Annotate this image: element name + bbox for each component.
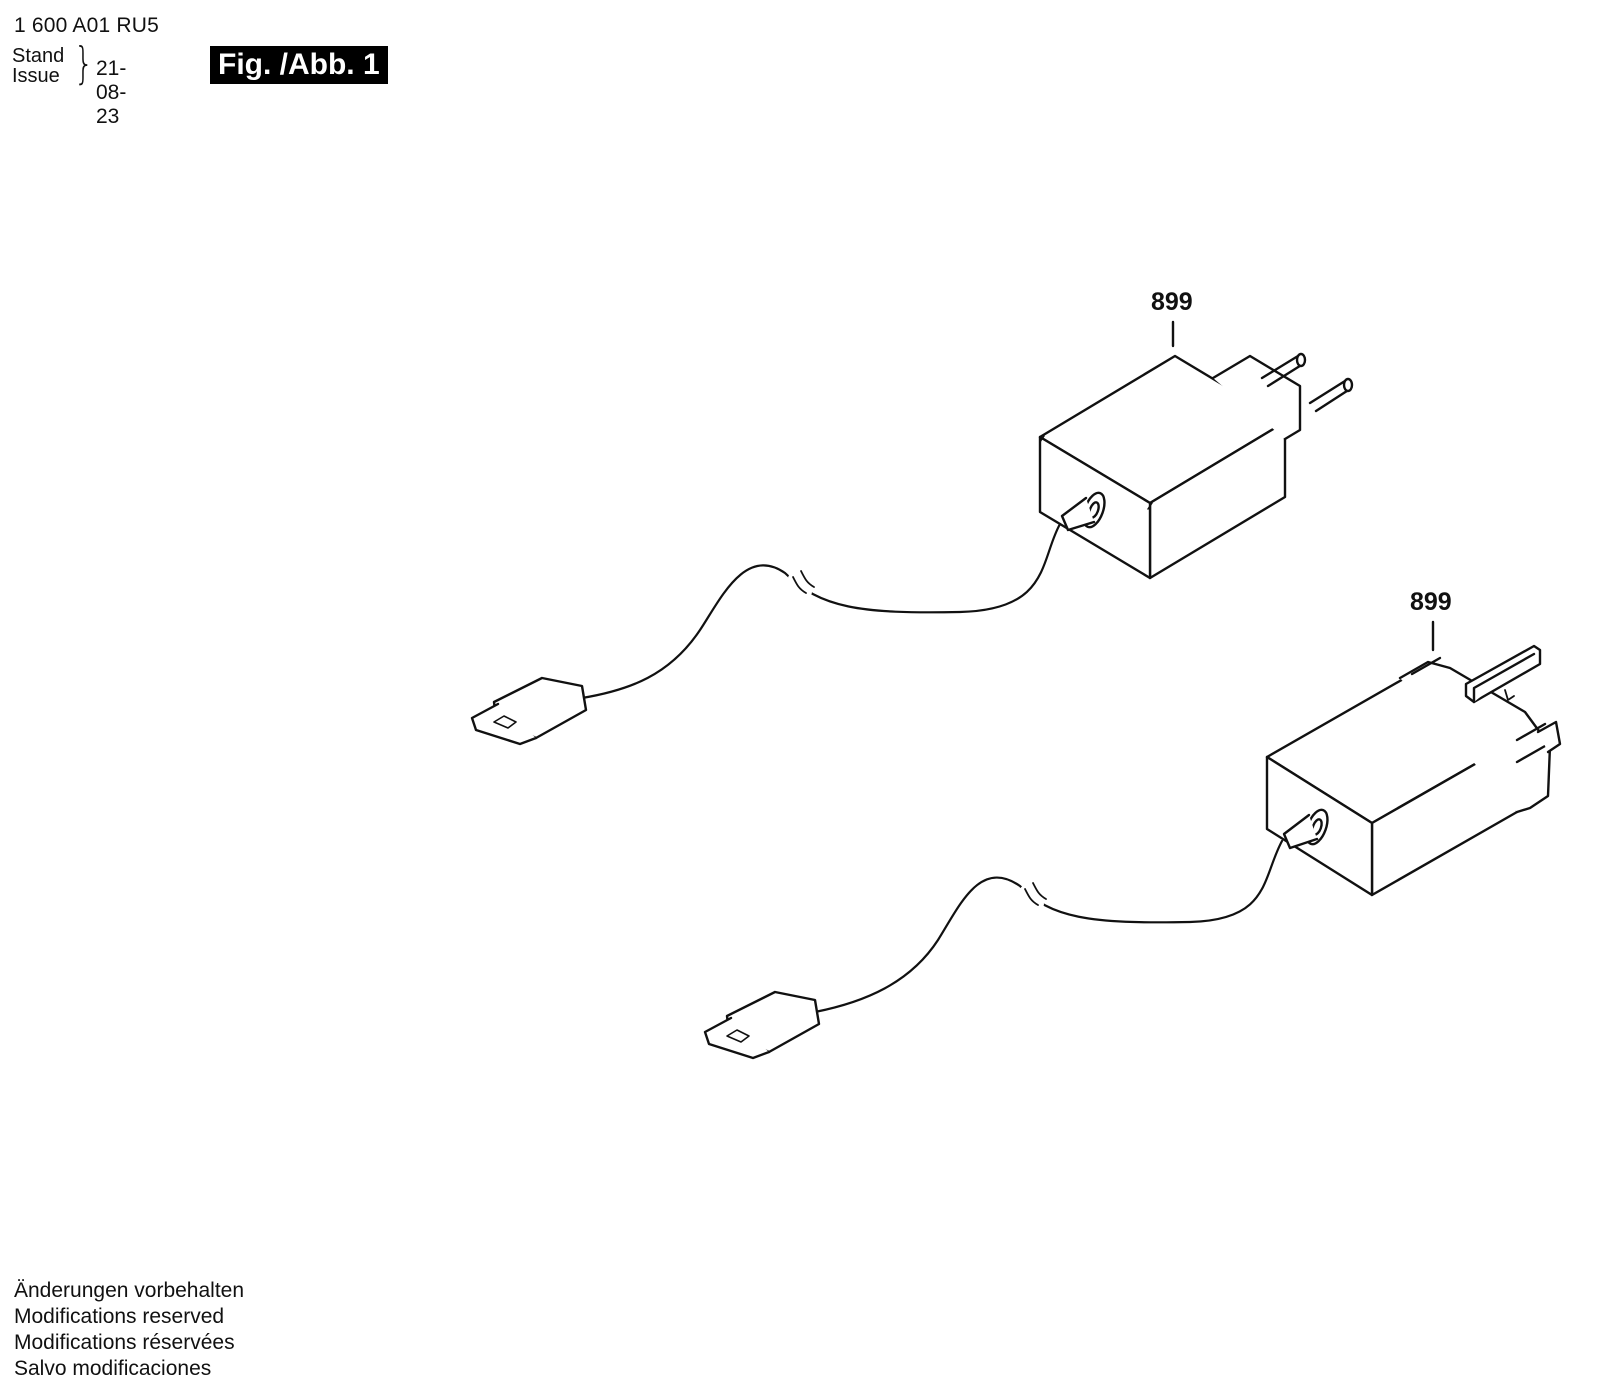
note-en: Modifications reserved <box>14 1305 225 1328</box>
brace-symbol: } <box>74 38 94 89</box>
charger-eu-strain-relief <box>1060 491 1106 532</box>
modification-notes: Änderungen vorbehalten Modifications res… <box>14 1278 244 1382</box>
callout-label-charger-eu: 899 <box>1151 288 1193 316</box>
charger-uk-strain-relief <box>1282 808 1329 850</box>
charger-eu-cable <box>580 522 1062 700</box>
charger-eu-plug-base <box>1211 354 1302 441</box>
charger-uk-plug-head <box>1398 656 1552 814</box>
charger-uk-usb-connector <box>703 990 821 1060</box>
charger-uk <box>703 620 1562 1060</box>
note-de: Änderungen vorbehalten <box>14 1279 245 1302</box>
issue-labels: Stand Issue <box>12 46 64 86</box>
figure-label: Fig. /Abb. 1 <box>210 46 388 84</box>
charger-eu-usb-connector <box>470 676 588 746</box>
charger-eu <box>470 320 1354 746</box>
issue-date: 21-08-23 <box>96 57 127 128</box>
charger-uk-cable <box>813 839 1284 1014</box>
callout-label-charger-uk: 899 <box>1410 588 1452 616</box>
note-fr: Modifications réservées <box>14 1331 235 1354</box>
part-number: 1 600 A01 RU5 <box>14 14 160 37</box>
issue-label: Issue <box>12 65 60 87</box>
charger-uk-pins <box>1464 644 1562 754</box>
stand-label: Stand <box>12 45 65 67</box>
note-es: Salvo modificaciones <box>14 1357 212 1380</box>
charger-eu-pins <box>1260 352 1354 413</box>
